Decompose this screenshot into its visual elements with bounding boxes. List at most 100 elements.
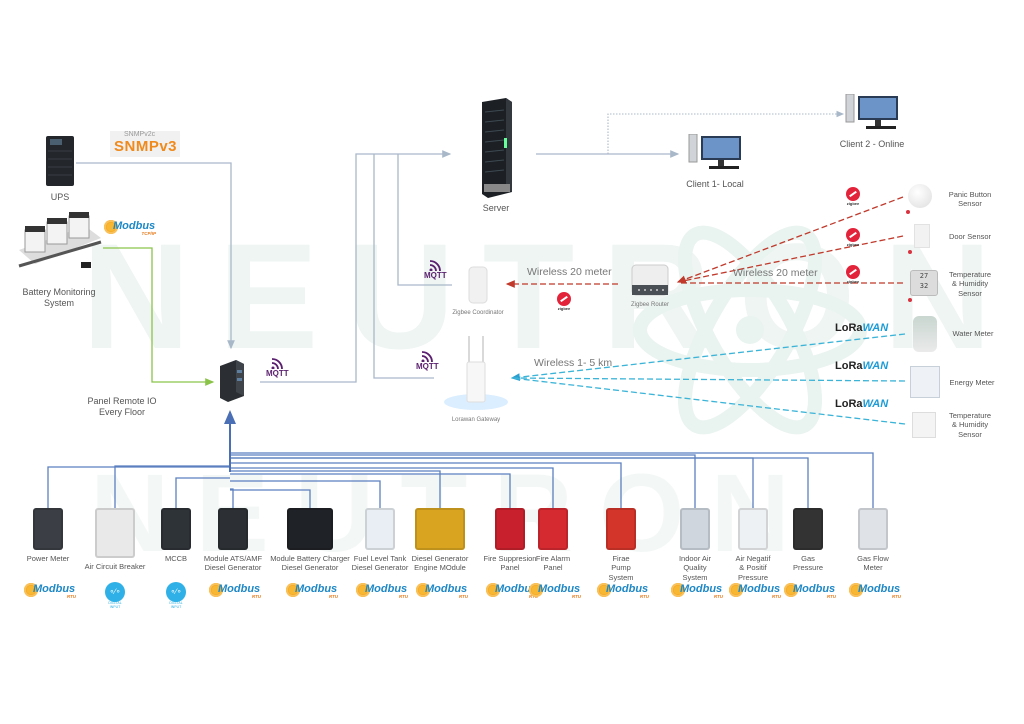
server-node[interactable]: Server bbox=[466, 98, 526, 214]
snmp-v2c-text: SNMPv2c bbox=[124, 131, 156, 138]
lorawan-link-label: Wireless 1- 5 km bbox=[534, 357, 613, 369]
modbus-sub-text: RTU bbox=[328, 594, 338, 599]
zigbee-router-label: Zigbee Router bbox=[630, 302, 670, 308]
modbus-text: Modbus bbox=[538, 583, 581, 595]
field-device[interactable]: Gas Flow Meter bbox=[833, 508, 913, 573]
field-device-label: Fuel Level Tank Diesel Generator bbox=[351, 554, 409, 573]
field-device[interactable]: Indoor Air Quality System bbox=[655, 508, 735, 582]
field-device-label: MCCB bbox=[164, 554, 188, 563]
zigbee-badge-text: zigbee bbox=[846, 242, 860, 247]
zigbee-badge-temp: zigbee bbox=[846, 265, 860, 284]
field-device[interactable]: Gas Pressure bbox=[768, 508, 848, 573]
field-bus-wire bbox=[230, 467, 554, 510]
field-device-label: Power Meter bbox=[26, 554, 70, 563]
modbus-sub-text: RTU bbox=[458, 594, 468, 599]
field-bus-wire bbox=[47, 466, 230, 510]
wan-text: WAN bbox=[862, 360, 889, 372]
mqtt-badge-remote-io: MQTT bbox=[266, 357, 289, 378]
modbus-text: Modbus bbox=[680, 583, 723, 595]
modbus-gear-icon bbox=[286, 583, 300, 597]
temp-humidity-lorawan-label: Temperature & Humidity Sensor bbox=[948, 411, 992, 439]
field-device[interactable]: Firae Pump System bbox=[581, 508, 661, 582]
lorawan-gateway-node[interactable]: Lorawan Gateway bbox=[436, 334, 516, 425]
water-meter-icon[interactable] bbox=[913, 316, 937, 352]
zigbee-link-panic-to-router bbox=[676, 196, 904, 283]
modbus-text: Modbus bbox=[365, 583, 408, 595]
zigbee-coordinator-node[interactable]: Zigbee Coordinator bbox=[448, 265, 508, 318]
modbus-gear-icon bbox=[209, 583, 223, 597]
ups-node[interactable]: UPS bbox=[38, 135, 82, 203]
field-bus-wire bbox=[230, 489, 311, 510]
energy-meter-icon[interactable] bbox=[910, 366, 940, 398]
field-device[interactable]: MCCB bbox=[136, 508, 216, 563]
modbus-text: Modbus bbox=[33, 583, 76, 595]
zigbee-link-label-sensors: Wireless 20 meter bbox=[733, 267, 818, 279]
field-device[interactable]: Air Negatif & Positif Pressure bbox=[713, 508, 793, 582]
door-sensor-icon[interactable] bbox=[914, 224, 930, 248]
zigbee-link-door-to-router bbox=[677, 235, 904, 283]
switch-icon: ∘∕∘ bbox=[166, 582, 186, 602]
modbus-text: Modbus bbox=[295, 583, 338, 595]
field-device-image-icon bbox=[538, 508, 568, 550]
modbus-gear-icon bbox=[849, 583, 863, 597]
modbus-sub-text: RTU bbox=[891, 594, 901, 599]
modbus-sub-text: RTU bbox=[66, 594, 76, 599]
field-device[interactable]: Module Battery Charger Diesel Generator bbox=[270, 508, 350, 573]
atom-watermark-icon bbox=[633, 225, 867, 435]
client-local-label: Client 1- Local bbox=[686, 179, 744, 189]
temp-humidity-lorawan-sensor-icon[interactable] bbox=[912, 412, 936, 438]
modbus-sub-text: TCP/IP bbox=[141, 231, 156, 236]
desktop-computer-icon bbox=[688, 133, 741, 169]
field-device-image-icon bbox=[738, 508, 768, 550]
field-device-label: Air Negatif & Positif Pressure bbox=[735, 554, 771, 582]
temp-humidity-zigbee-sensor-icon[interactable]: 27 32 bbox=[910, 270, 938, 296]
client-online-node[interactable]: Client 2 - Online bbox=[836, 93, 908, 150]
field-device-image-icon bbox=[33, 508, 63, 550]
field-device[interactable]: Module ATS/AMF Diesel Generator bbox=[193, 508, 273, 573]
modbus-text: Modbus bbox=[793, 583, 836, 595]
field-device[interactable]: Fire Suppresion Panel bbox=[470, 508, 550, 573]
zigbee-mini-icon bbox=[908, 298, 912, 302]
field-device-image-icon bbox=[415, 508, 465, 550]
lorawan-gateway-label: Lorawan Gateway bbox=[451, 417, 501, 423]
zigbee-badge-text: zigbee bbox=[557, 306, 571, 311]
switch-icon: ∘∕∘ bbox=[105, 582, 125, 602]
battery-bank-icon bbox=[18, 212, 102, 268]
client-local-node[interactable]: Client 1- Local bbox=[680, 133, 750, 190]
field-device[interactable]: Diesel Generator Engine MOdule bbox=[400, 508, 480, 573]
mqtt-badge-zigbee: MQTT bbox=[424, 259, 447, 280]
mqtt-text: MQTT bbox=[416, 362, 439, 371]
field-device[interactable]: Fire Alarm Panel bbox=[513, 508, 593, 573]
zigbee-router-node[interactable]: Zigbee Router bbox=[620, 263, 680, 310]
field-bus-wire bbox=[230, 454, 696, 510]
battery-monitoring-node[interactable]: Battery Monitoring System bbox=[14, 212, 104, 310]
field-device-image-icon bbox=[365, 508, 395, 550]
field-device[interactable]: Fuel Level Tank Diesel Generator bbox=[340, 508, 420, 573]
panic-button-sensor-icon[interactable] bbox=[908, 184, 932, 208]
modbus-sub-text: RTU bbox=[398, 594, 408, 599]
field-device-label: Indoor Air Quality System bbox=[678, 554, 712, 582]
modbus-gear-icon bbox=[784, 583, 798, 597]
ups-icon bbox=[46, 136, 74, 186]
mqtt-wave-icon bbox=[271, 358, 284, 369]
wan-text: WAN bbox=[862, 322, 889, 334]
wire-bms-to-remote-io bbox=[103, 247, 215, 386]
wan-text: WAN bbox=[862, 398, 889, 410]
field-device[interactable]: Air Circuit Breaker bbox=[75, 508, 155, 571]
server-rack-icon bbox=[482, 98, 512, 198]
field-bus-wire bbox=[114, 465, 230, 510]
modbus-sub-text: RTU bbox=[251, 594, 261, 599]
lorawan-link-temp-to-gateway bbox=[511, 377, 906, 425]
zigbee-coordinator-label: Zigbee Coordinator bbox=[452, 310, 504, 316]
field-bus-wire bbox=[230, 457, 809, 510]
zigbee-badge-door: zigbee bbox=[846, 228, 860, 247]
field-device-label: Module ATS/AMF Diesel Generator bbox=[203, 554, 263, 573]
zigbee-logo-icon bbox=[846, 187, 860, 201]
modbus-text: Modbus bbox=[738, 583, 781, 595]
remote-io-node[interactable] bbox=[212, 358, 252, 407]
field-device[interactable]: Power Meter bbox=[8, 508, 88, 563]
